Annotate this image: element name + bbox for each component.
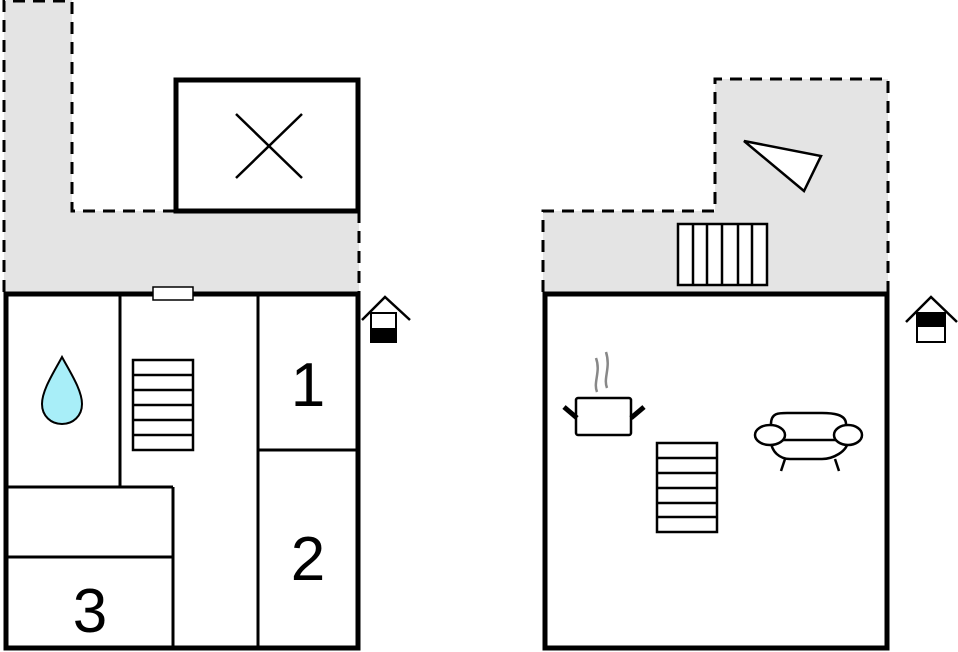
interior-walls: [6, 294, 358, 648]
entrance-house-icon: [905, 295, 958, 343]
room-label-3: 3: [73, 577, 107, 646]
sofa-icon: [753, 411, 864, 472]
terrace-area: [2, 0, 361, 292]
stairs-icon: [131, 358, 195, 452]
room-label-2: 2: [291, 525, 325, 594]
terrace-stairs-icon: [676, 222, 769, 287]
stairs-icon: [655, 441, 719, 534]
upper-floor: [541, 77, 958, 651]
entrance-house-icon: [361, 295, 411, 343]
kitchen-pot-icon: [562, 351, 646, 437]
entrance-door[interactable]: [152, 286, 194, 301]
terrace-area: [541, 77, 890, 292]
bathroom-drop-icon: [40, 354, 84, 426]
ground-floor: 1 2 3: [2, 0, 411, 651]
room-label-1: 1: [291, 351, 325, 420]
skylight-x-icon: [173, 77, 361, 214]
sun-lounger-icon: [743, 139, 823, 193]
outer-wall: [3, 291, 361, 651]
